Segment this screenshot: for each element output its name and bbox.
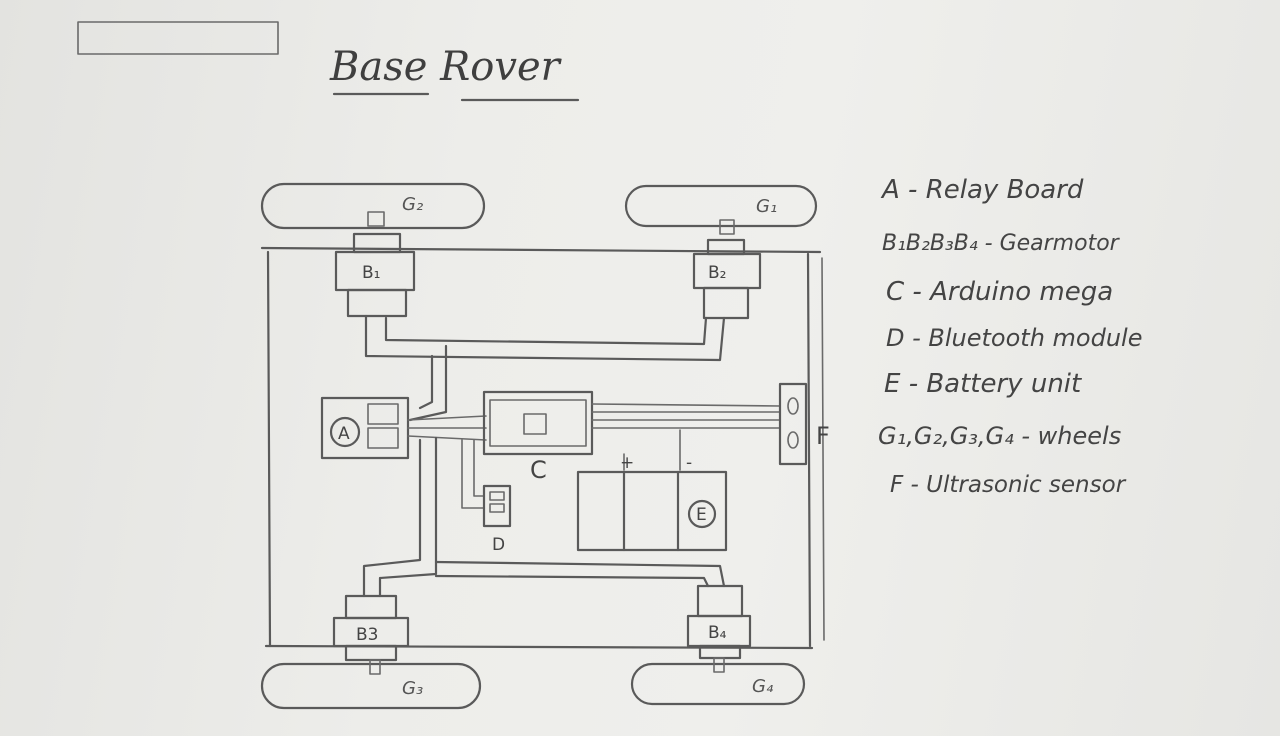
legend-item-battery: E - Battery unit <box>884 369 1082 399</box>
motor-b3-label: B3 <box>356 625 378 645</box>
wheel-g1-label: G₁ <box>756 196 777 217</box>
battery-minus: - <box>686 453 692 473</box>
legend-item-arduino: C - Arduino mega <box>886 277 1113 307</box>
motor-b4-label: B₄ <box>708 623 727 643</box>
chassis <box>262 248 824 648</box>
motor-b2-label: B₂ <box>708 263 726 283</box>
middle-wiring <box>364 416 724 596</box>
name-box <box>78 22 278 54</box>
battery-label: E <box>696 505 707 525</box>
wheel-g4-label: G₄ <box>752 676 774 697</box>
legend-item-bluetooth: D - Bluetooth module <box>886 324 1142 352</box>
wheel-g2: G₂ <box>262 184 484 228</box>
legend-item-motor: B₁B₂B₃B₄ - Gearmotor <box>882 231 1121 256</box>
motor-b4: B₄ <box>688 586 750 672</box>
relay-label: A <box>338 424 350 444</box>
diagram-title: Base Rover <box>329 44 563 90</box>
arduino-board: C <box>484 392 592 484</box>
battery-unit: E + - <box>578 453 726 550</box>
bluetooth-module: D <box>484 486 510 555</box>
ultrasonic-label: F <box>816 422 830 450</box>
bluetooth-label: D <box>492 535 505 555</box>
battery-plus: + <box>620 453 634 473</box>
legend: A - Relay Board B₁B₂B₃B₄ - Gearmotor C -… <box>878 175 1142 498</box>
motor-b2: B₂ <box>694 220 760 318</box>
wheel-g4: G₄ <box>632 664 804 704</box>
motor-b3: B3 <box>334 596 408 674</box>
legend-item-wheels: G₁,G₂,G₃,G₄ - wheels <box>878 422 1121 450</box>
legend-item-relay: A - Relay Board <box>880 175 1084 205</box>
wheel-g3: G₃ <box>262 664 480 708</box>
motor-b1-label: B₁ <box>362 263 380 283</box>
wheel-g2-label: G₂ <box>402 194 423 215</box>
legend-item-ultrasonic: F - Ultrasonic sensor <box>890 472 1127 498</box>
arduino-label: C <box>530 456 547 484</box>
relay-board: A <box>322 398 408 458</box>
wheel-g3-label: G₃ <box>402 678 423 699</box>
